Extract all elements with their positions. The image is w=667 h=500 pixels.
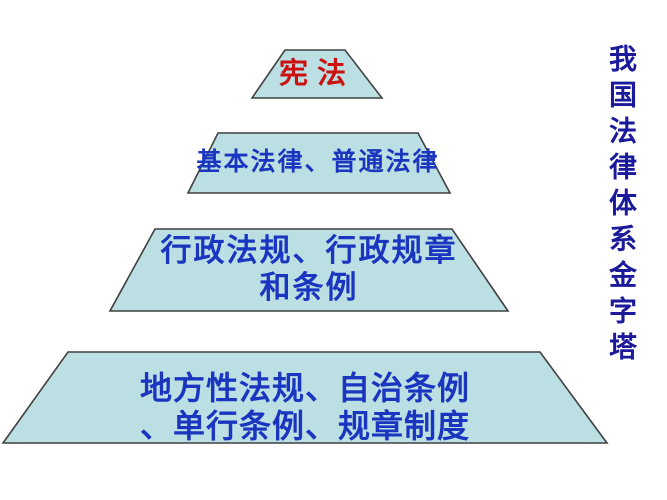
pyramid-level-1-shape	[250, 49, 384, 99]
pyramid-level-4-label: 地方性法规、自治条例 、单行条例、规章制度	[3, 369, 607, 445]
pyramid-level-2-text: 基本法律、普通法律	[196, 149, 440, 176]
pyramid-level-2-label: 基本法律、普通法律	[178, 133, 458, 193]
pyramid-level-4-text-line-1: 地方性法规、自治条例	[139, 370, 470, 406]
pyramid-level-1-label: 宪法	[252, 50, 382, 98]
pyramid-level-2-shape	[186, 132, 452, 194]
pyramid-level-1-text: 宪法	[278, 58, 355, 90]
pyramid-level-3-text-line-2: 和条例	[259, 270, 359, 305]
slide-vertical-title: 我国法律体系金字塔	[605, 44, 636, 368]
pyramid-level-3-shape	[108, 228, 510, 312]
pyramid-level-3-text-line-1: 行政法规、行政规章	[160, 233, 458, 268]
pyramid-level-4-shape	[1, 351, 609, 444]
pyramid-level-4-text-line-2: 、单行条例、规章制度	[139, 408, 470, 444]
pyramid-level-3-label: 行政法规、行政规章 和条例	[110, 232, 508, 306]
